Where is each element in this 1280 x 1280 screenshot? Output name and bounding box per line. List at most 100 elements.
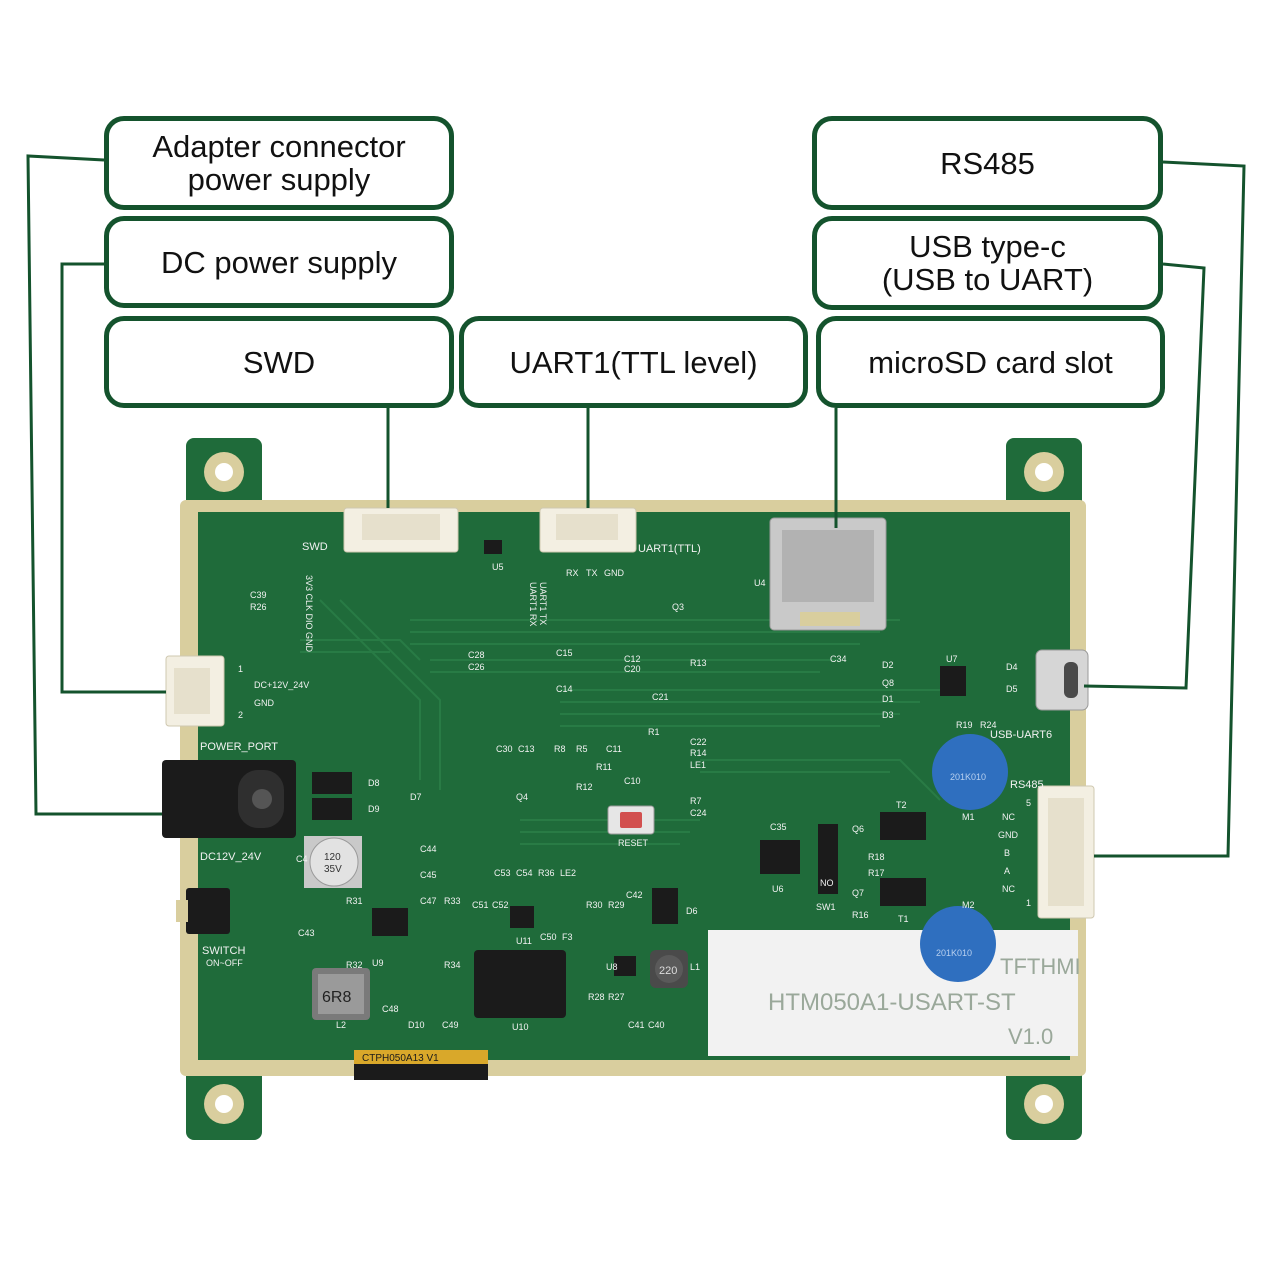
designator-label: R8 (554, 744, 566, 754)
sw1-label: SW1 (816, 902, 836, 912)
designator-label: C44 (420, 844, 437, 854)
designator-label: L2 (336, 1020, 346, 1030)
designator-label: D9 (368, 804, 380, 814)
designator-label: D6 (686, 906, 698, 916)
designator-label: C13 (518, 744, 535, 754)
designator-labels: C39R26C28C26C15C14C12C20R13C21R1C22R14LE… (250, 562, 1018, 1032)
callout-swd-text: SWD (242, 344, 316, 380)
designator-label: C39 (250, 590, 267, 600)
callout-dc-power-text: DC power supply (160, 244, 398, 280)
usb-uart-label: USB-UART6 (990, 729, 1052, 741)
designator-label: R1 (648, 727, 660, 737)
label-line1: TFTHMI (1000, 954, 1081, 979)
tvs-marking-2: 201K010 (936, 948, 972, 958)
leader-lines (26, 154, 1246, 858)
designator-label: D2 (882, 660, 894, 670)
designator-label: R36 (538, 868, 555, 878)
callout-dc-power: DC power supply (104, 216, 454, 308)
designator-label: C22 (690, 737, 707, 747)
designator-label: C47 (420, 896, 437, 906)
designator-label: R34 (444, 960, 461, 970)
callout-adapter-power-text: Adapter connector power supply (152, 129, 406, 197)
dc-barrel-jack: POWER_PORT DC12V_24V (162, 741, 296, 863)
designator-label: C24 (690, 808, 707, 818)
slide-switch-sw1: NO SW1 (816, 824, 838, 912)
designator-label: C40 (648, 1020, 665, 1030)
inductor-marking: 6R8 (322, 989, 351, 1006)
adapter-power-connector: 1 DC+12V_24V GND 2 (165, 655, 309, 727)
designator-label: C20 (624, 664, 641, 674)
uart1-silk-label: UART1(TTL) (638, 543, 701, 555)
designator-label: U10 (512, 1022, 529, 1032)
designator-label: R16 (852, 910, 869, 920)
blue-tvs-capacitors: 201K010 201K010 (920, 734, 1008, 982)
callout-uart1-text: UART1(TTL level) (509, 344, 758, 380)
label-line2: HTM050A1-USART-ST (768, 989, 1016, 1016)
designator-label: D8 (368, 778, 380, 788)
leader-dc (60, 262, 166, 694)
designator-label: C11 (606, 744, 622, 754)
uart1-rx-label: UART1 RX (528, 582, 538, 626)
callout-rs485: RS485 (812, 116, 1163, 210)
electrolytic-capacitor: 120 35V (304, 836, 362, 888)
designator-label: M1 (962, 812, 975, 822)
designator-label: R24 (980, 720, 997, 730)
designator-label: R19 (956, 720, 973, 730)
designator-label: U9 (372, 958, 384, 968)
adapter-pin2: 2 (238, 710, 243, 720)
designator-label: R5 (576, 744, 588, 754)
designator-label: C21 (652, 692, 669, 702)
designator-label: C52 (492, 900, 509, 910)
cap-marking-2: 35V (324, 864, 342, 875)
designator-label: D5 (1006, 684, 1018, 694)
reset-label: RESET (618, 838, 649, 848)
designator-label: R11 (596, 762, 612, 772)
designator-label: R29 (608, 900, 625, 910)
designator-label: U6 (772, 884, 784, 894)
designator-label: U11 (516, 936, 532, 946)
uart1-pin-tx: TX (586, 568, 598, 578)
designator-label: Q3 (672, 602, 684, 612)
designator-label: C51 (472, 900, 489, 910)
mounting-tabs (186, 438, 1082, 1140)
designator-label: C53 (494, 868, 511, 878)
callout-usb-typec: USB type-c (USB to UART) (812, 216, 1163, 310)
rs485-pin-5: 5 (1026, 798, 1031, 808)
power-port-label: POWER_PORT (200, 741, 278, 753)
callout-swd: SWD (104, 316, 454, 408)
rs485-silk-label: RS485 (1010, 779, 1044, 791)
designator-label: Q4 (516, 792, 528, 802)
designator-label: R17 (868, 868, 885, 878)
designator-label: C45 (420, 870, 437, 880)
designator-label: Q6 (852, 824, 864, 834)
designator-label: T1 (898, 914, 909, 924)
designator-label: R26 (250, 602, 267, 612)
designator-label: F3 (562, 932, 573, 942)
designator-label: C28 (468, 650, 485, 660)
adapter-pin1: 1 (238, 664, 243, 674)
designator-label: D10 (408, 1020, 425, 1030)
designator-label: C30 (496, 744, 513, 754)
designator-label: R12 (576, 782, 593, 792)
leader-usb (1083, 262, 1206, 690)
designator-label: C49 (442, 1020, 459, 1030)
designator-label: C41 (628, 1020, 645, 1030)
inductor-6r8: 6R8 (312, 968, 370, 1020)
power-switch: SWITCH ON~OFF (176, 888, 245, 968)
callout-adapter-power: Adapter connector power supply (104, 116, 454, 210)
leader-adapter (26, 154, 162, 816)
designator-label: Q7 (852, 888, 864, 898)
switch-on-off-label: ON~OFF (206, 958, 243, 968)
swd-pin-labels: 3V3 CLK DIO GND (304, 575, 314, 653)
designator-label: C50 (540, 932, 557, 942)
designator-label: R14 (690, 748, 707, 758)
designator-label: L1 (690, 962, 700, 972)
designator-label: C54 (516, 868, 533, 878)
switch-label: SWITCH (202, 945, 245, 957)
designator-label: R7 (690, 796, 702, 806)
uart1-tx-label: UART1 TX (538, 582, 548, 625)
swd-silk-label: SWD (302, 541, 328, 553)
chip-u10 (474, 950, 566, 1018)
designator-label: C35 (770, 822, 787, 832)
tvs-marking-1: 201K010 (950, 772, 986, 782)
